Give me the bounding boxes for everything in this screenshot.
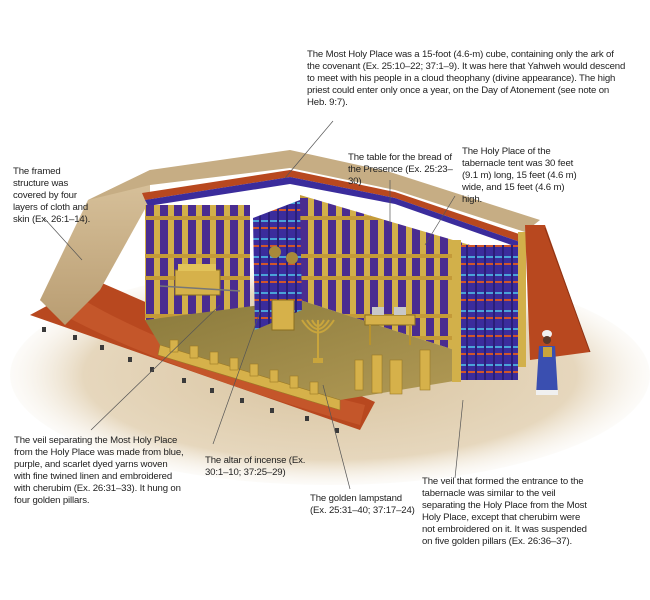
leader-lines bbox=[43, 120, 464, 490]
label-framed-structure: The framed structure was covered by four… bbox=[13, 166, 93, 226]
inner-veil bbox=[253, 200, 302, 330]
red-skin-right bbox=[525, 225, 590, 360]
golden-lampstand bbox=[301, 319, 335, 360]
high-priest-figure bbox=[536, 330, 558, 395]
holy-place-text: The Holy Place of the tabernacle tent wa… bbox=[462, 146, 577, 205]
label-entrance-veil: The veil that formed the entrance to the… bbox=[422, 476, 587, 548]
most-holy-place-text: The Most Holy Place was a 15-foot (4.6-m… bbox=[307, 49, 626, 108]
front-cutaway-boards bbox=[157, 339, 431, 411]
veil-separating-text: The veil separating the Most Holy Place … bbox=[14, 435, 184, 506]
table-bread-text: The table for the bread of the Presence … bbox=[348, 152, 453, 187]
label-veil-separating: The veil separating the Most Holy Place … bbox=[14, 435, 186, 507]
tent-pegs bbox=[42, 327, 339, 433]
entrance-veil bbox=[460, 245, 518, 380]
label-table-bread: The table for the bread of the Presence … bbox=[348, 152, 456, 188]
label-holy-place: The Holy Place of the tabernacle tent wa… bbox=[462, 146, 584, 206]
holy-place-wall bbox=[300, 195, 470, 355]
most-holy-place-wall bbox=[145, 205, 250, 320]
altar-incense-text: The altar of incense (Ex. 30:1–10; 37:25… bbox=[205, 455, 306, 478]
framed-structure-text: The framed structure was covered by four… bbox=[13, 166, 91, 225]
ark-of-covenant bbox=[174, 269, 221, 296]
altar-of-incense bbox=[271, 299, 295, 331]
table-of-bread bbox=[364, 314, 416, 326]
entrance-pillar bbox=[452, 240, 461, 382]
cherub-embroidery bbox=[269, 246, 281, 258]
label-golden-lampstand: The golden lampstand (Ex. 25:31–40; 37:1… bbox=[310, 493, 420, 517]
golden-lampstand-text: The golden lampstand (Ex. 25:31–40; 37:1… bbox=[310, 493, 415, 516]
label-altar-incense: The altar of incense (Ex. 30:1–10; 37:25… bbox=[205, 455, 315, 479]
tent-roof bbox=[88, 150, 540, 232]
tabernacle-floor bbox=[145, 300, 470, 400]
label-most-holy-place: The Most Holy Place was a 15-foot (4.6-m… bbox=[307, 49, 627, 109]
entrance-veil-text: The veil that formed the entrance to the… bbox=[422, 476, 587, 547]
tent-covering-left bbox=[40, 170, 150, 325]
